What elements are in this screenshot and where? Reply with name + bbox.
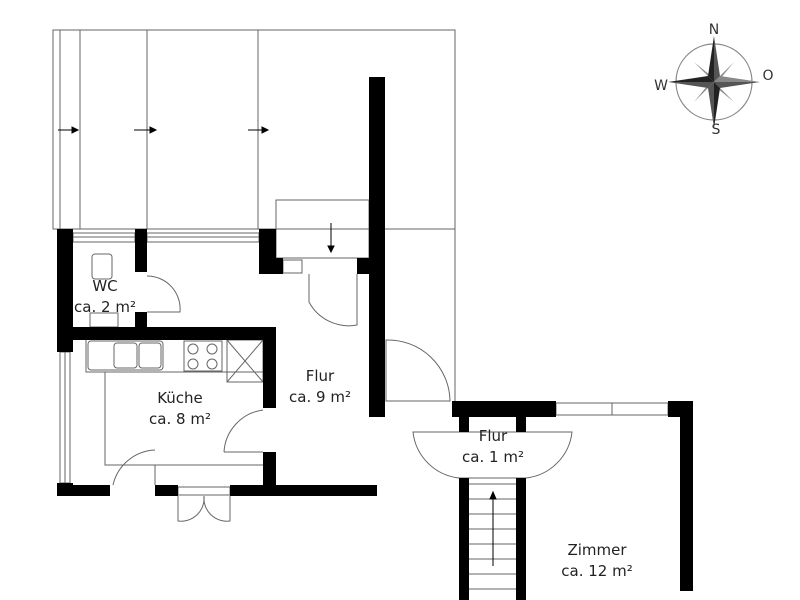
compass-south-label: S [711, 122, 721, 138]
room-name: Küche [157, 389, 203, 407]
room-label-room: Zimmer ca. 12 m² [561, 540, 632, 582]
room-label-wc: WC ca. 2 m² [74, 276, 136, 318]
room-name: Zimmer [567, 541, 627, 559]
room-area: ca. 8 m² [149, 410, 211, 428]
room-area: ca. 1 m² [462, 448, 524, 466]
compass-east-label: O [762, 68, 774, 84]
compass-west-label: W [654, 78, 668, 94]
compass-rose-icon [668, 36, 760, 128]
sink [87, 340, 164, 371]
room-area: ca. 9 m² [289, 388, 351, 406]
terrace-outline [52, 29, 456, 230]
room-label-kitchen: Küche ca. 8 m² [149, 388, 211, 430]
walls [57, 77, 693, 600]
room-name: Flur [478, 427, 508, 445]
room-area: ca. 2 m² [74, 298, 136, 316]
stove [183, 340, 223, 372]
compass-north-label: N [708, 22, 720, 38]
room-label-landing: Flur ca. 1 m² [462, 426, 524, 468]
room-name: Flur [305, 367, 335, 385]
toilet [91, 253, 113, 280]
room-name: WC [92, 277, 118, 295]
room-label-hallway: Flur ca. 9 m² [289, 366, 351, 408]
room-area: ca. 12 m² [561, 562, 633, 580]
